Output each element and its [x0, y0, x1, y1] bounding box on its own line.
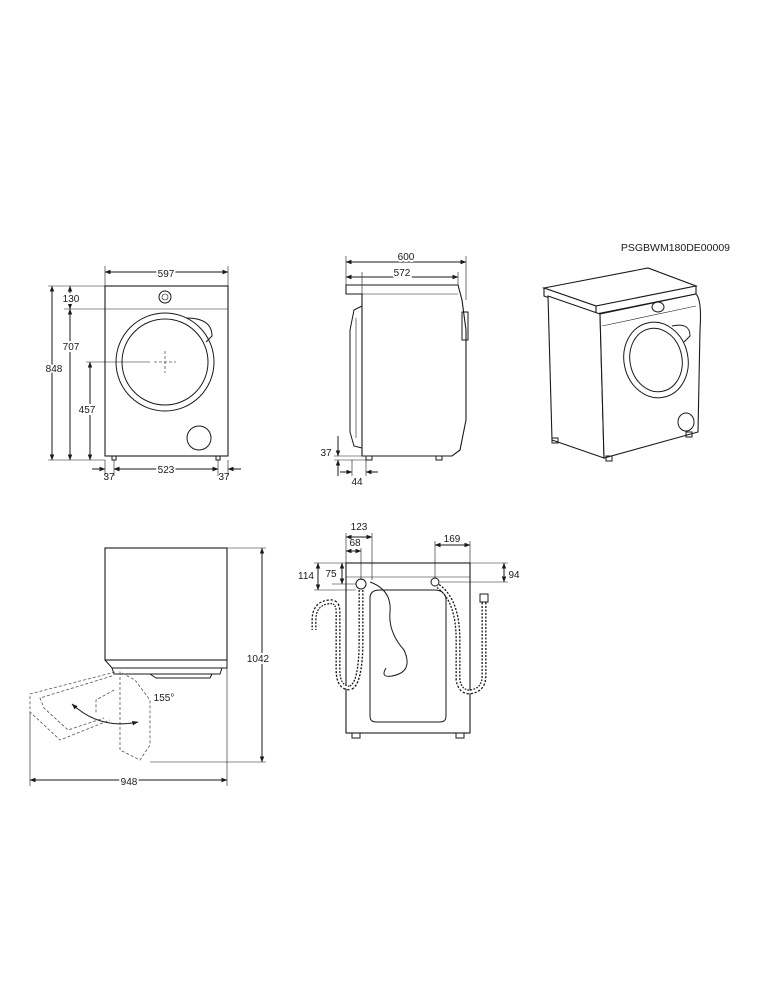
- dim-total-height: 848: [46, 364, 63, 375]
- rear-view: 123 68 114 75 169 94: [298, 522, 520, 739]
- rear-inlet-fitting: [479, 593, 489, 603]
- iso-knob-icon: [651, 301, 665, 313]
- dim-side-foot-height: 37: [320, 448, 332, 459]
- dim-rear-left-height-outer: 114: [298, 571, 314, 582]
- dim-open-height: 1042: [247, 654, 270, 665]
- side-door-profile: [349, 305, 363, 449]
- dim-door-angle: 155°: [154, 693, 175, 704]
- dim-rear-right-height: 94: [508, 570, 520, 581]
- dim-total-depth: 600: [398, 252, 415, 263]
- iso-front: [599, 293, 702, 459]
- dim-rear-left-x-inner: 68: [349, 538, 361, 549]
- dim-width: 597: [158, 269, 175, 280]
- dim-left-foot-offset: 37: [103, 472, 115, 483]
- dim-open-depth: 948: [121, 777, 138, 788]
- iso-door-ring: [623, 321, 689, 399]
- front-program-knob-icon: [158, 290, 172, 304]
- rear-cabinet: [345, 562, 471, 734]
- side-door-handle: [461, 311, 469, 341]
- dim-door-height: 707: [63, 342, 80, 353]
- side-view: 600 572 37 44: [320, 250, 469, 488]
- top-view-cabinet: [104, 547, 228, 661]
- dim-body-depth: 572: [394, 268, 411, 279]
- open-door-view: 155° 1042 948: [29, 547, 272, 790]
- dim-right-foot-offset: 37: [218, 472, 230, 483]
- dim-top-panel: 130: [63, 294, 80, 305]
- rear-panel-outline: [369, 589, 447, 723]
- front-view: 597 130 707 848 457 523 37 37: [44, 266, 241, 483]
- rear-power-cable: [369, 581, 408, 677]
- dim-feet-span: 523: [158, 465, 175, 476]
- iso-filter-cover: [677, 412, 695, 432]
- dim-side-foot-offset: 44: [351, 477, 363, 488]
- dim-rear-left-x: 123: [351, 522, 368, 533]
- dim-rear-right-x: 169: [444, 534, 461, 545]
- iso-side: [547, 295, 605, 459]
- side-cabinet: [345, 284, 467, 457]
- dim-rear-left-height-inner: 75: [325, 569, 337, 580]
- front-filter-cover: [186, 425, 212, 451]
- dim-door-center: 457: [79, 405, 96, 416]
- front-door-handle: [185, 317, 213, 343]
- document-code: PSGBWM180DE00009: [621, 242, 730, 254]
- isometric-view: [541, 267, 702, 462]
